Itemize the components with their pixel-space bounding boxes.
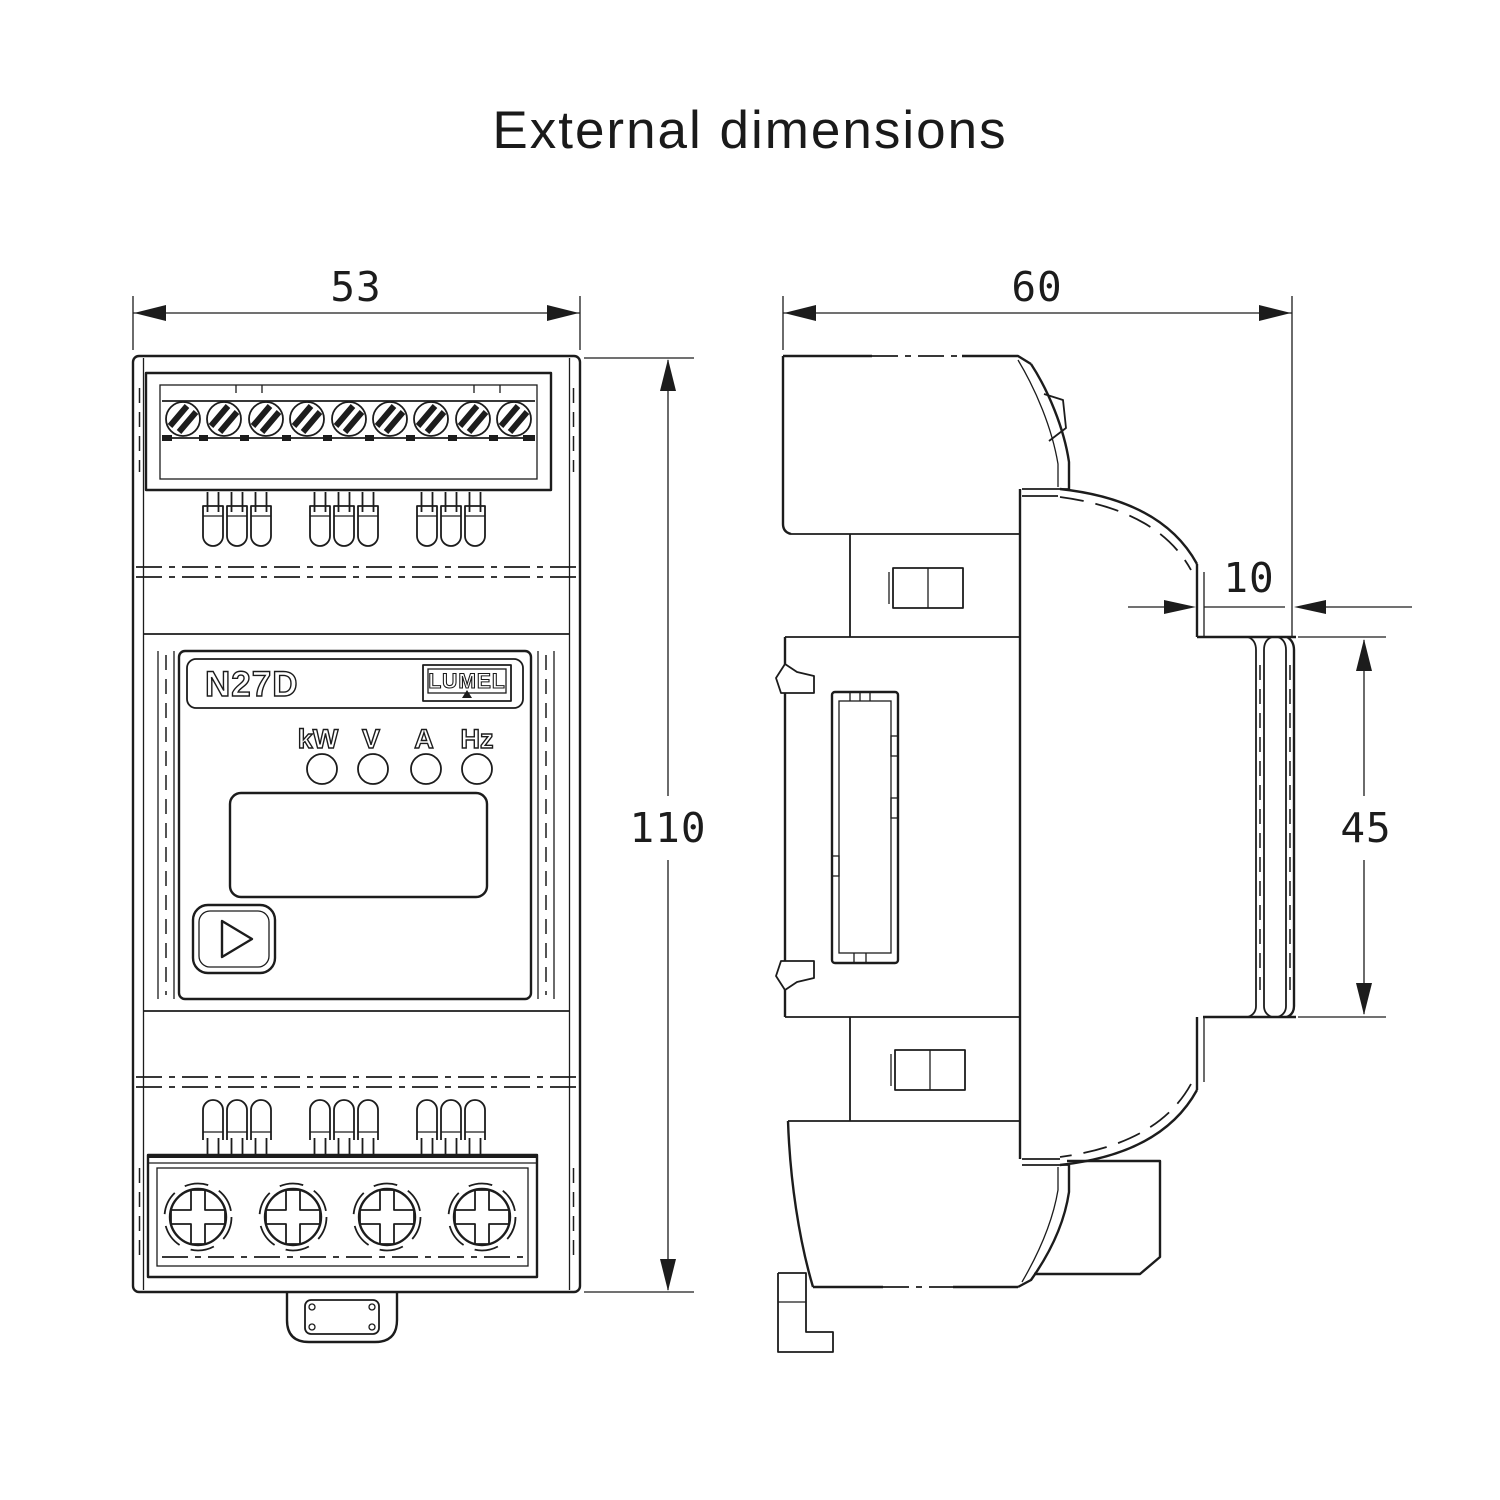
led-indicators: kW V A Hz (297, 723, 494, 785)
led-label-kw: kW (298, 724, 339, 754)
dim60-arrow-right (1259, 305, 1291, 321)
led-indicator-hz (461, 753, 493, 785)
led-label-hz: Hz (461, 724, 494, 754)
brand-logo: LUMEL (422, 664, 512, 702)
dimension-rail-lip: 10 (1128, 554, 1412, 614)
dim10-arrow-right (1294, 600, 1326, 614)
button-outer (191, 903, 277, 975)
top-terminal-screws (165, 401, 532, 437)
dim53-extension-lines (132, 296, 581, 350)
label-plate (186, 658, 524, 709)
side-top-cover-curve (1029, 363, 1071, 489)
clip-tab-inner (304, 1299, 380, 1335)
bottom-terminal-inner (156, 1167, 529, 1267)
side-switch-bottom (890, 1049, 966, 1091)
play-triangle-icon (220, 919, 254, 959)
side-bottom-cover-curve (1017, 1165, 1071, 1289)
side-switch-top (888, 567, 964, 609)
side-top-edge (783, 354, 1032, 366)
display-window (228, 791, 489, 899)
front-panel: N27D LUMEL kW V A Hz (157, 649, 555, 1001)
dim45-arrow-bottom (1356, 983, 1372, 1015)
top-terminal-inner (159, 384, 538, 480)
dim110-arrow-bottom (660, 1259, 676, 1291)
dim53-arrow-right (547, 305, 579, 321)
side-latch-bump (1043, 393, 1067, 442)
side-top-concave-arc (1059, 487, 1199, 565)
logo-triangle-icon (462, 690, 472, 698)
bottom-vent-slots (202, 1099, 486, 1155)
bottom-terminal-block (146, 1153, 539, 1279)
side-top-concave-arc-hidden (1059, 496, 1192, 571)
cross-screw-icon (170, 1189, 510, 1245)
front-seam-lines (143, 633, 570, 1012)
side-view: 60 10 45 (775, 263, 1412, 1353)
dim110-arrow-top (660, 359, 676, 391)
side-bottom-cover-curve-inner (1021, 1167, 1059, 1283)
side-bottom-concave-arc (1059, 1089, 1199, 1167)
side-bottom-ledge (1022, 1158, 1069, 1166)
side-bottom-concave-arc-hidden (1059, 1083, 1192, 1158)
dimension-side-depth: 60 (782, 263, 1293, 637)
led-indicator-v (357, 753, 389, 785)
model-label: N27D (205, 665, 298, 704)
side-front-bottom-cover (786, 1120, 815, 1288)
dim45-value: 45 (1340, 804, 1391, 852)
dim45-extension-lines (1298, 636, 1386, 1018)
led-indicator-a (410, 753, 442, 785)
logo-outer-box (422, 664, 512, 702)
side-front-top-cover (781, 356, 792, 536)
side-snap-hook-bottom (775, 960, 815, 991)
panel-bezel (177, 649, 533, 1001)
dim60-extension-lines (782, 296, 1293, 637)
dimension-rail-cutout: 45 (1298, 636, 1391, 1018)
dimension-front-width: 53 (132, 263, 581, 350)
led-indicator-kw (306, 753, 338, 785)
drawing-title: External dimensions (492, 101, 1007, 160)
clip-tab-outline (285, 1292, 399, 1344)
front-view: N27D LUMEL kW V A Hz (131, 263, 706, 1344)
top-vent-slots (202, 492, 486, 547)
led-label-a: A (414, 724, 434, 754)
side-din-clip (1034, 1159, 1162, 1276)
dim53-value: 53 (330, 263, 381, 311)
top-terminal-block (144, 371, 553, 492)
button-inner (198, 910, 270, 968)
dim110-value: 110 (629, 804, 706, 852)
bottom-terminal-screws (163, 1182, 517, 1252)
dim45-arrow-top (1356, 639, 1372, 671)
top-terminal-ticks (235, 385, 501, 393)
panel-hidden-lines (165, 655, 547, 995)
advance-button (191, 903, 277, 975)
dim10-arrow-left (1164, 600, 1196, 614)
side-top-cover-curve-inner (1017, 359, 1059, 487)
side-connector (830, 690, 900, 965)
panel-flange-lines (157, 651, 555, 999)
side-rail-channel (1247, 635, 1296, 1019)
dim60-arrow-left (784, 305, 816, 321)
side-foot-steps (777, 1272, 834, 1353)
dimension-front-height: 110 (584, 357, 706, 1293)
front-side-flanges (142, 358, 571, 1290)
dim60-value: 60 (1011, 263, 1062, 311)
slotted-screw-icon (167, 404, 530, 434)
din-rail-clip (285, 1292, 399, 1344)
led-label-v: V (362, 724, 380, 754)
side-front-face (775, 356, 1020, 1353)
dim53-arrow-left (134, 305, 166, 321)
dim110-extension-lines (584, 357, 694, 1293)
side-snap-hook-top (775, 663, 815, 694)
dim10-value: 10 (1223, 554, 1274, 602)
top-terminal-band (162, 400, 535, 439)
front-phantom-lines (136, 566, 577, 1088)
side-rail-hidden-lines (1259, 665, 1291, 990)
brand-label: LUMEL (428, 670, 505, 693)
